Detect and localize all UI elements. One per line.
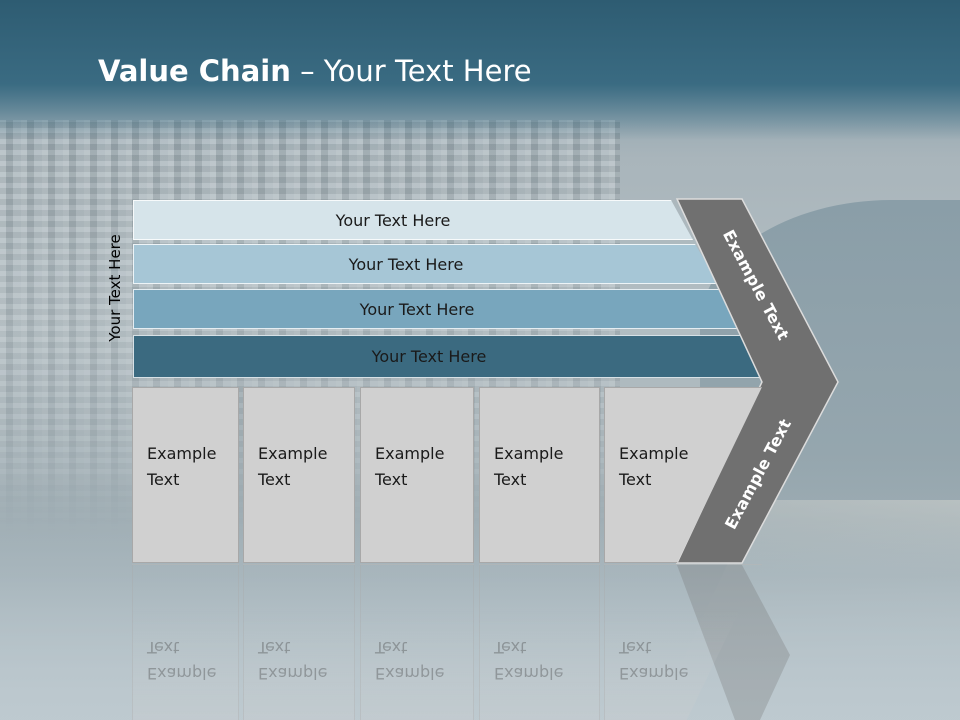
slide-title: Value Chain – Your Text Here — [98, 54, 532, 88]
title-rest: – Your Text Here — [290, 54, 532, 88]
reflection-4-line1: Example — [494, 664, 564, 683]
activity-box-5-line2: Text — [619, 470, 652, 489]
activity-box-3-reflection: Example Text — [360, 564, 474, 720]
activity-box-1: Example Text — [132, 387, 239, 563]
reflection-3-line2: Text — [375, 638, 408, 657]
chevron-shape — [675, 198, 839, 564]
support-bar-1: Your Text Here — [133, 200, 693, 240]
activity-box-3-line2: Text — [375, 470, 408, 489]
activity-box-2-line1: Example — [258, 444, 328, 463]
activity-box-3-line1: Example — [375, 444, 445, 463]
title-bold: Value Chain — [98, 54, 291, 88]
support-bar-2: Your Text Here — [133, 244, 719, 284]
activity-box-3: Example Text — [360, 387, 474, 563]
header-band — [0, 0, 960, 140]
chevron-reflection — [677, 565, 790, 720]
activity-box-5-line1: Example — [619, 444, 689, 463]
activity-box-1-line2: Text — [147, 470, 180, 489]
reflection-2-line1: Example — [258, 664, 328, 683]
activity-box-2: Example Text — [243, 387, 355, 563]
reflection-4-line2: Text — [494, 638, 527, 657]
activity-box-4-line1: Example — [494, 444, 564, 463]
activity-box-2-reflection: Example Text — [243, 564, 355, 720]
activity-box-4-reflection: Example Text — [479, 564, 600, 720]
reflection-1-line1: Example — [147, 664, 217, 683]
support-bar-3: Your Text Here — [133, 289, 741, 329]
reflection-1-line2: Text — [147, 638, 180, 657]
activity-box-1-reflection: Example Text — [132, 564, 239, 720]
activity-box-2-line2: Text — [258, 470, 291, 489]
support-bar-4: Your Text Here — [133, 335, 765, 378]
reflection-3-line1: Example — [375, 664, 445, 683]
activity-box-4: Example Text — [479, 387, 600, 563]
activity-box-1-line1: Example — [147, 444, 217, 463]
activity-box-4-line2: Text — [494, 470, 527, 489]
reflection-2-line2: Text — [258, 638, 291, 657]
